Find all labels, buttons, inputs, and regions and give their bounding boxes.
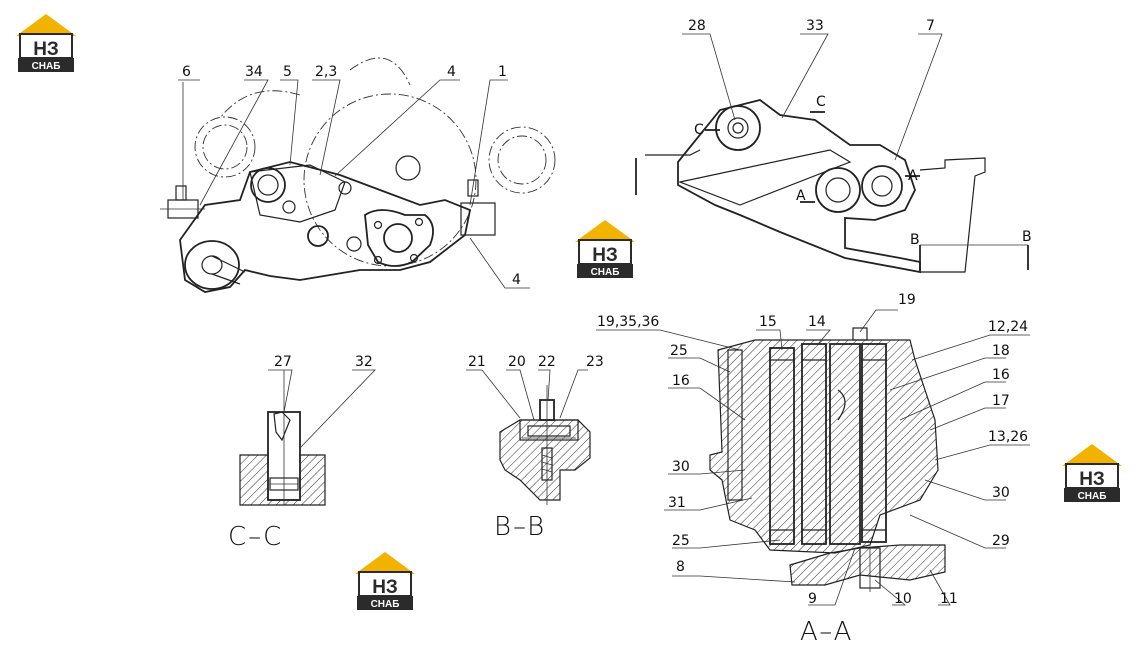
callout-4-top: 4 bbox=[447, 64, 456, 80]
callout-32: 32 bbox=[355, 354, 373, 370]
bracket-view: C C A A B B 28 33 7 bbox=[635, 18, 1032, 274]
logo-letters: НЗ bbox=[33, 39, 59, 60]
callout-12-24: 12,24 bbox=[988, 319, 1028, 335]
section-mark-c-left: C bbox=[694, 122, 704, 138]
callout-14: 14 bbox=[808, 314, 826, 330]
callout-1: 1 bbox=[498, 64, 507, 80]
callout-15: 15 bbox=[759, 314, 777, 330]
section-label-a-a: A–A bbox=[800, 617, 853, 647]
section-label-c-c: C–C bbox=[228, 522, 283, 552]
section-mark-c-right: C bbox=[816, 94, 826, 110]
callout-33: 33 bbox=[806, 18, 824, 34]
section-mark-b-right: B bbox=[1022, 229, 1032, 245]
callout-5: 5 bbox=[283, 64, 292, 80]
callout-27: 27 bbox=[274, 354, 292, 370]
callout-16-left: 16 bbox=[672, 373, 690, 389]
callout-19-35-36: 19,35,36 bbox=[597, 314, 659, 330]
section-b-b: 21 20 22 23 B–B bbox=[466, 354, 604, 542]
callout-9: 9 bbox=[808, 591, 817, 607]
callout-28: 28 bbox=[688, 18, 706, 34]
logo-caption: СНАБ bbox=[371, 599, 400, 610]
section-c-c: 27 32 C–C bbox=[228, 354, 376, 552]
logo-middle: НЗ СНАБ bbox=[574, 219, 636, 279]
callout-11: 11 bbox=[940, 591, 958, 607]
section-mark-a-left: A bbox=[796, 188, 806, 204]
callout-31: 31 bbox=[668, 495, 686, 511]
logo-caption: СНАБ bbox=[591, 267, 620, 278]
callout-19: 19 bbox=[898, 292, 916, 308]
section-mark-b-left: B bbox=[910, 232, 920, 248]
callout-21: 21 bbox=[468, 354, 486, 370]
logo-letters: НЗ bbox=[592, 245, 618, 266]
callout-10: 10 bbox=[894, 591, 912, 607]
logo-caption: СНАБ bbox=[1078, 491, 1107, 502]
logo-caption: СНАБ bbox=[32, 61, 61, 72]
callout-16-right: 16 bbox=[992, 367, 1010, 383]
pump-front-view: 6 34 5 2,3 4 1 4 bbox=[160, 57, 556, 293]
callout-18: 18 bbox=[992, 343, 1010, 359]
callout-29: 29 bbox=[992, 533, 1010, 549]
section-mark-a-right: A bbox=[908, 168, 918, 184]
callout-30-left: 30 bbox=[672, 459, 690, 475]
callout-30-right: 30 bbox=[992, 485, 1010, 501]
logo-right: НЗ СНАБ bbox=[1061, 443, 1123, 503]
callout-2-3: 2,3 bbox=[315, 64, 337, 80]
callout-17: 17 bbox=[992, 393, 1010, 409]
section-a-a: 19,35,36 15 14 19 12,24 25 18 16 16 17 1… bbox=[596, 292, 1030, 647]
callout-4-bottom: 4 bbox=[512, 272, 521, 288]
callout-8: 8 bbox=[676, 559, 685, 575]
callout-6: 6 bbox=[182, 64, 191, 80]
callout-25-top: 25 bbox=[670, 343, 688, 359]
logo-letters: НЗ bbox=[372, 577, 398, 598]
section-label-b-b: B–B bbox=[494, 512, 546, 542]
callout-25-bottom: 25 bbox=[672, 533, 690, 549]
logo-top-left: НЗ СНАБ bbox=[15, 13, 77, 73]
logo-letters: НЗ bbox=[1079, 469, 1105, 490]
callout-20: 20 bbox=[508, 354, 526, 370]
callout-13-26: 13,26 bbox=[988, 429, 1028, 445]
callout-22: 22 bbox=[538, 354, 556, 370]
callout-23: 23 bbox=[586, 354, 604, 370]
logo-bottom: НЗ СНАБ bbox=[354, 551, 416, 611]
callout-34: 34 bbox=[245, 64, 263, 80]
callout-7: 7 bbox=[926, 18, 935, 34]
